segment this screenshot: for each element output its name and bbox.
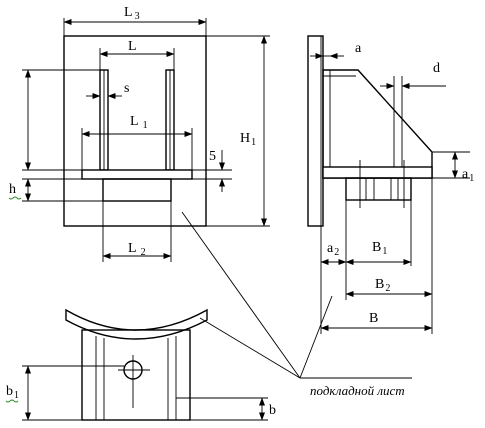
label-B1: B1 (372, 240, 387, 257)
side-support-slab (322, 166, 433, 179)
label-B: B (369, 311, 378, 326)
side-view: a d a1 a2 B1 B2 B (307, 35, 474, 334)
note-leaders: подкладной лист (181, 211, 412, 398)
label-s: s (124, 81, 129, 96)
label-a2: a2 (327, 241, 339, 258)
label-d: d (433, 61, 440, 76)
note-podkladnoy-list: подкладной лист (310, 383, 405, 398)
front-support-slab (81, 169, 193, 180)
side-gusset (322, 69, 433, 179)
label-5: 5 (209, 149, 216, 164)
label-b1: b1 (6, 384, 19, 401)
saddle-plate (65, 308, 208, 340)
front-pad (102, 178, 172, 202)
label-b: b (269, 403, 276, 418)
label-h: h (9, 182, 16, 197)
bottom-detail: b1 b (5, 308, 276, 421)
label-a1: a1 (462, 167, 474, 184)
label-a: a (355, 41, 362, 56)
label-H1: H1 (240, 131, 256, 148)
front-base-plate (63, 35, 207, 227)
label-L: L (128, 39, 137, 54)
detail-body (81, 329, 191, 421)
label-B2: B2 (375, 277, 390, 294)
side-pad (345, 177, 412, 201)
